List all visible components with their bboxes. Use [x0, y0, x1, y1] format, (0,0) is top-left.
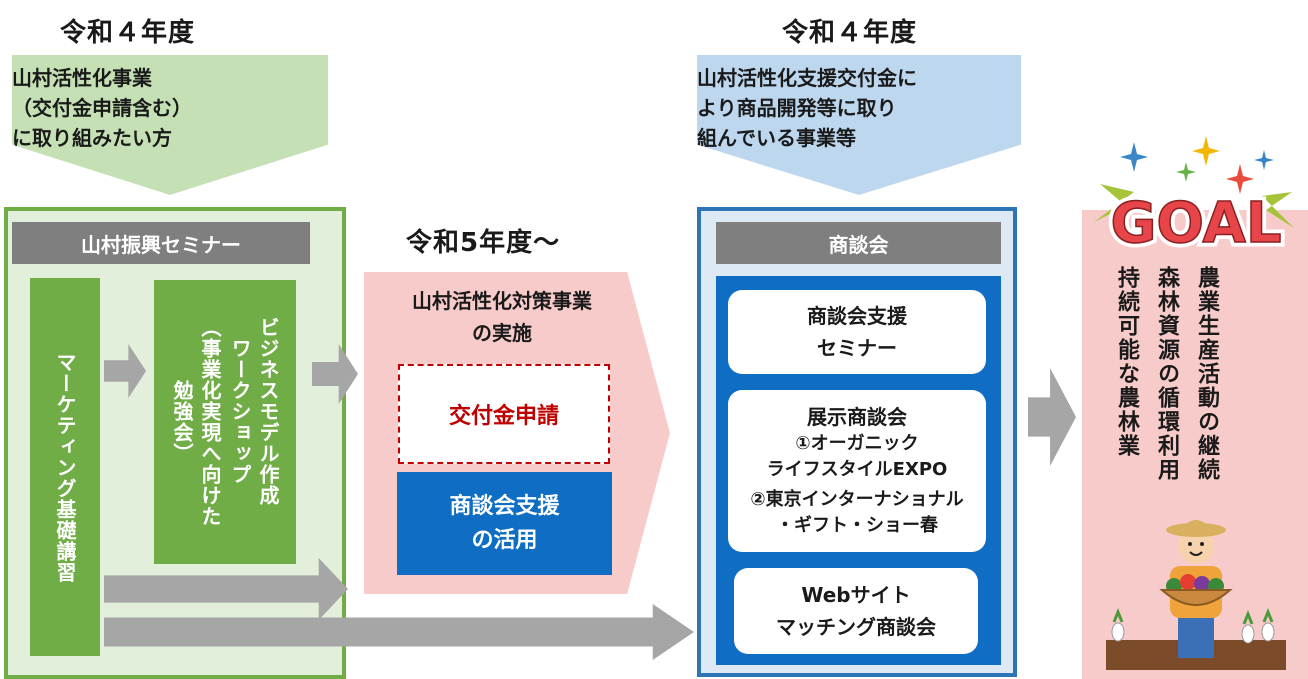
exhibition-title: 展示商談会 [807, 405, 907, 429]
marketing-course-bar: マーケティング基礎講習 [30, 278, 100, 656]
goal-logo-outline: GOAL [1110, 191, 1281, 256]
exhibition-item-1: ①オーガニック ライフスタイルEXPO [766, 433, 948, 480]
workshop-bar: ビジネスモデル作成 ワークショップ （事業化実現へ向けた 勉強会） [154, 280, 296, 564]
project-title: 山村活性化対策事業 の実施 [412, 289, 592, 345]
meeting-support-seminar-card: 商談会支援 セミナー [728, 290, 986, 374]
sparkle-green [1176, 162, 1196, 182]
business-meeting-header: 商談会 [716, 222, 1001, 264]
sparkle-yellow [1192, 136, 1220, 166]
left-target-pentagon: 山村活性化事業 （交付金申請含む） に取り組みたい方 [12, 55, 328, 195]
seminar-header: 山村振興セミナー [12, 222, 310, 264]
goal-line-2: 森林資源の循環利用 [1154, 266, 1179, 482]
goal-burst-right [1262, 192, 1294, 228]
exhibition-meeting-card: 展示商談会 ①オーガニック ライフスタイルEXPO ②東京インターナショナル ・… [728, 390, 986, 552]
web-matching-card: Webサイト マッチング商談会 [734, 568, 978, 654]
vegetable-basket-icon [1159, 574, 1233, 606]
goal-line-1: 農業生産活動の継続 [1194, 266, 1219, 482]
support-use-box: 商談会支援 の活用 [397, 472, 612, 575]
radish-icon [1111, 607, 1275, 644]
left-year-label: 令和４年度 [60, 18, 196, 48]
farmer-illustration [1106, 520, 1286, 670]
sparkle-blue-small [1254, 150, 1274, 170]
workshop-subtitle: （事業化実現へ向けた 勉強会） [170, 317, 222, 527]
farmer-legs [1178, 612, 1214, 658]
right-target-text: 山村活性化支援交付金に より商品開発等に取り 組んでいる事業等 [697, 66, 917, 150]
marketing-course-label: マーケティング基礎講習 [53, 351, 77, 583]
workshop-title: ビジネスモデル作成 ワークショップ [228, 317, 280, 506]
goal-burst-left [1094, 184, 1134, 222]
goal-line-3: 持続可能な農林業 [1114, 266, 1139, 458]
right-target-pentagon: 山村活性化支援交付金に より商品開発等に取り 組んでいる事業等 [697, 55, 1021, 195]
goal-banner-illustration: GOAL GOAL [1094, 136, 1294, 261]
goal-logo-text: GOAL [1110, 191, 1281, 256]
grant-application-box: 交付金申請 [398, 364, 610, 464]
sparkle-blue [1120, 142, 1148, 172]
arrow-to-goal [1028, 368, 1076, 466]
left-target-text: 山村活性化事業 （交付金申請含む） に取り組みたい方 [12, 66, 192, 150]
farmer-face [1178, 528, 1214, 564]
goal-logo: GOAL GOAL [1106, 187, 1286, 261]
exhibition-item-2: ②東京インターナショナル ・ギフト・ショー春 [750, 489, 964, 536]
right-year-label: 令和４年度 [782, 18, 918, 48]
sparkle-red [1226, 164, 1254, 194]
goal-text-group: 農業生産活動の継続 森林資源の循環利用 持続可能な農林業 [1112, 266, 1220, 516]
middle-year-label: 令和5年度～ [406, 228, 561, 258]
